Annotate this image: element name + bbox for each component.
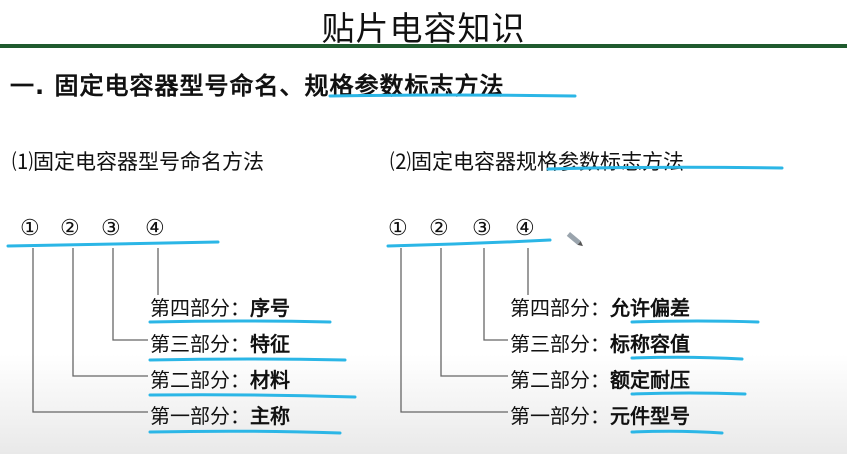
row-label: 第一部分：: [510, 404, 610, 428]
right-numbers-underline: [386, 238, 552, 248]
right-connector-3: [483, 248, 508, 341]
row-label: 第一部分：: [150, 404, 250, 428]
left-row-4: 第四部分：序号: [150, 292, 290, 321]
left-row-2: 第二部分：材料: [150, 364, 290, 393]
left-number-1: ①: [20, 216, 40, 241]
left-row3-underline: [148, 357, 347, 362]
row-value: 元件型号: [610, 404, 690, 428]
row-value: 特征: [250, 332, 290, 356]
row-label: 第二部分：: [510, 368, 610, 392]
left-number-4: ④: [145, 216, 165, 241]
right-connector-2: [440, 248, 508, 377]
row-value: 材料: [250, 368, 290, 392]
right-subtitle: ⑵固定电容器规格参数标志方法: [390, 150, 684, 174]
right-connector-1: [400, 248, 508, 413]
heading-underline: [328, 93, 577, 98]
row-value: 序号: [250, 296, 290, 320]
left-number-2: ②: [60, 216, 80, 241]
right-row-2: 第二部分：额定耐压: [510, 364, 690, 393]
row-value: 标称容值: [610, 332, 690, 356]
left-row-1: 第一部分：主称: [150, 400, 290, 429]
left-connector-2: [72, 248, 148, 377]
page-title: 贴片电容知识: [321, 9, 526, 48]
title-divider: [0, 44, 847, 48]
left-connector-3: [112, 248, 148, 341]
right-row4-underline: [630, 319, 760, 324]
row-label: 第三部分：: [510, 332, 610, 356]
right-number-2: ②: [429, 216, 449, 241]
pen-cursor-icon: [566, 232, 583, 247]
right-number-4: ④: [515, 216, 535, 241]
right-row-3: 第三部分：标称容值: [510, 328, 690, 357]
row-label: 第二部分：: [150, 368, 250, 392]
row-label: 第四部分：: [510, 296, 610, 320]
left-numbers-underline: [6, 240, 220, 248]
row-value: 允许偏差: [610, 296, 690, 320]
left-row1-underline: [148, 429, 342, 435]
left-subtitle: ⑴固定电容器型号命名方法: [12, 150, 264, 174]
row-value: 主称: [250, 404, 290, 428]
left-row2-underline: [148, 393, 357, 399]
right-row3-underline: [630, 355, 744, 361]
right-row2-underline: [630, 391, 747, 396]
left-row-3: 第三部分：特征: [150, 328, 290, 357]
left-number-3: ③: [101, 216, 121, 241]
left-row4-underline: [148, 319, 332, 324]
row-label: 第四部分：: [150, 296, 250, 320]
row-value: 额定耐压: [610, 368, 690, 392]
right-subtitle-underline: [546, 165, 784, 171]
right-row-1: 第一部分：元件型号: [510, 400, 690, 429]
right-number-3: ③: [472, 216, 492, 241]
right-row-4: 第四部分：允许偏差: [510, 292, 690, 321]
row-label: 第三部分：: [150, 332, 250, 356]
left-connector-1: [32, 248, 148, 413]
right-row1-underline: [630, 429, 724, 435]
right-number-1: ①: [388, 216, 408, 241]
